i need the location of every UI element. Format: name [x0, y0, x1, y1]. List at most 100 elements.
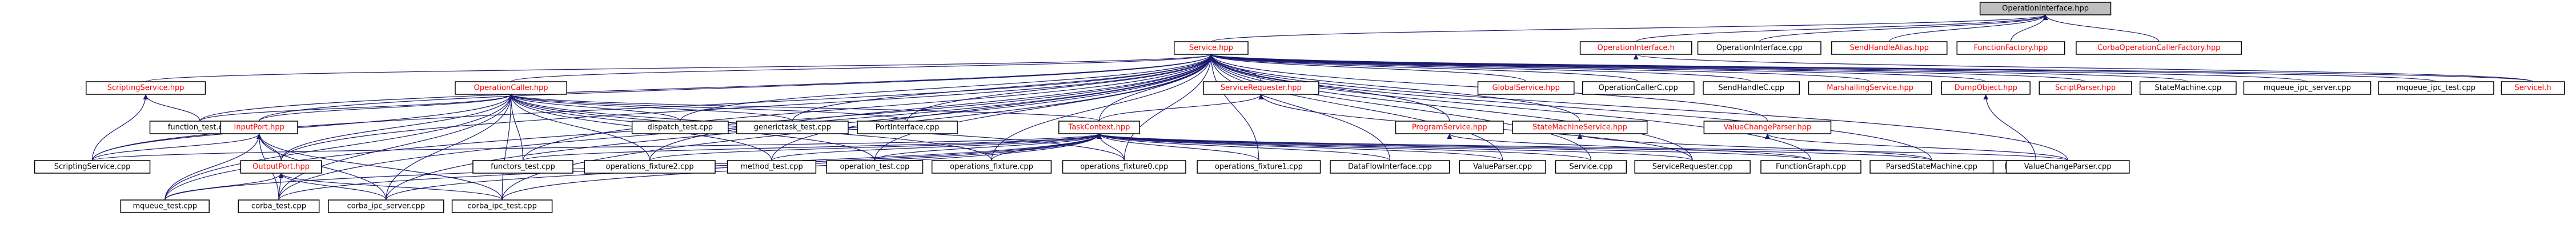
edge-parsedstatemachine-to-taskcontext	[1097, 133, 1932, 161]
node-outputport[interactable]: OutputPort.hpp	[240, 160, 322, 174]
node-operations-fixture1[interactable]: operations_fixture1.cpp	[1197, 160, 1321, 174]
node-label: mqueue_ipc_test.cpp	[2397, 84, 2475, 93]
edge-operation_test-to-taskcontext	[874, 133, 1102, 161]
node-box	[1634, 160, 1751, 174]
node-taskcontext[interactable]: TaskContext.hpp	[1058, 121, 1140, 134]
edge-statemachineservice-to-service_hpp	[1208, 54, 1580, 122]
node-sendhandlealias[interactable]: SendHandleAlias.hpp	[1831, 41, 1948, 55]
node-box	[826, 160, 924, 174]
edge-operations_fixture1-to-taskcontext	[1097, 133, 1259, 161]
node-dispatch-test[interactable]: dispatch_test.cpp	[631, 121, 729, 134]
node-inputport[interactable]: InputPort.hpp	[220, 121, 298, 134]
node-box	[1512, 121, 1648, 134]
node-corba-ipc-test[interactable]: corba_ipc_test.cpp	[451, 199, 553, 213]
node-opinterface-cpp[interactable]: OperationInterface.cpp	[1697, 41, 1821, 55]
node-scriptingservice-hpp[interactable]: ScriptingService.hpp	[86, 81, 206, 95]
node-operation-test[interactable]: operation_test.cpp	[826, 160, 924, 174]
node-functionfactory[interactable]: FunctionFactory.hpp	[1956, 41, 2065, 55]
node-scriptingservice-cpp[interactable]: ScriptingService.cpp	[34, 160, 151, 174]
node-operations-fixture2[interactable]: operations_fixture2.cpp	[584, 160, 716, 174]
edge-corba_test-to-operationcaller_hpp	[278, 94, 514, 201]
node-servicerequester-cpp[interactable]: ServiceRequester.cpp	[1634, 160, 1751, 174]
node-label: ScriptingService.hpp	[107, 84, 184, 93]
node-label: ServiceI.h	[2514, 84, 2551, 93]
node-dumpobject-hpp[interactable]: DumpObject.hpp	[1941, 81, 2031, 95]
node-label: function_test.cpp	[168, 123, 232, 132]
node-corba-test[interactable]: corba_test.cpp	[238, 199, 320, 213]
edge-dispatch_test-to-service_hpp	[680, 54, 1214, 122]
edge-servicei_h-to-opinterface_h	[1634, 54, 2534, 82]
node-label: StateMachineService.hpp	[1532, 123, 1627, 132]
node-marshallingservice[interactable]: MarshallingService.hpp	[1808, 81, 1932, 95]
node-label: InputPort.hpp	[234, 123, 284, 132]
edge-opinterface_cpp-to-root	[1759, 14, 2048, 42]
node-mqueue-ipc-test[interactable]: mqueue_ipc_test.cpp	[2378, 81, 2494, 95]
dependency-edges	[91, 14, 2534, 201]
edge-servicei_h-to-service_hpp	[1209, 54, 2534, 82]
node-corbaopcallerfactory[interactable]: CorbaOperationCallerFactory.hpp	[2076, 41, 2242, 55]
node-label: generictask_test.cpp	[754, 123, 831, 132]
node-label: ValueChangeParser.cpp	[2024, 163, 2112, 171]
node-valueparser[interactable]: ValueParser.cpp	[1459, 160, 1546, 174]
edge-service_cpp-to-taskcontext	[1097, 133, 1592, 161]
node-label: ValueChangeParser.hpp	[1723, 123, 1811, 132]
node-statemachineservice[interactable]: StateMachineService.hpp	[1512, 121, 1648, 134]
node-box	[1459, 160, 1546, 174]
edge-scriptingservice_cpp-to-taskcontext	[91, 133, 1102, 161]
node-label: mqueue_ipc_server.cpp	[2264, 84, 2351, 93]
node-operationcallerc[interactable]: OperationCallerC.cpp	[1582, 81, 1695, 95]
node-globalservice[interactable]: GlobalService.hpp	[1477, 81, 1575, 95]
node-label: operations_fixture0.cpp	[1080, 163, 1168, 171]
node-label: Service.hpp	[1189, 44, 1233, 53]
node-valuechangeparser-cpp[interactable]: ValueChangeParser.cpp	[2005, 160, 2130, 174]
node-operationcaller-hpp[interactable]: OperationCaller.hpp	[455, 81, 567, 95]
edge-scriptingservice_cpp-to-operationcaller_hpp	[91, 94, 513, 161]
edge-parsedstatemachine-to-service_hpp	[1208, 54, 1932, 161]
edge-mqueue_test-to-operationcaller_hpp	[164, 94, 514, 201]
node-box	[631, 121, 729, 134]
edge-portinterface-to-operationcaller_hpp	[508, 94, 908, 122]
node-scriptparser[interactable]: ScriptParser.hpp	[2039, 81, 2132, 95]
node-box	[1555, 160, 1627, 174]
node-parsedstatemachine[interactable]: ParsedStateMachine.cpp	[1869, 160, 1994, 174]
edge-corba_ipc_test-to-outputport	[278, 173, 503, 201]
node-mqueue-test[interactable]: mqueue_test.cpp	[120, 199, 210, 213]
node-functors-test[interactable]: functors_test.cpp	[472, 160, 573, 174]
node-servicei-h[interactable]: ServiceI.h	[2501, 81, 2565, 95]
node-operations-fixture[interactable]: operations_fixture.cpp	[931, 160, 1052, 174]
node-service-hpp[interactable]: Service.hpp	[1174, 41, 1249, 55]
node-box	[1395, 121, 1504, 134]
node-label: mqueue_test.cpp	[133, 202, 197, 211]
edge-taskcontext-to-operationcaller_hpp	[508, 94, 1100, 122]
node-opinterface-h[interactable]: OperationInterface.h	[1579, 41, 1692, 55]
node-box	[1579, 41, 1692, 55]
node-box	[1174, 41, 1249, 55]
node-operations-fixture0[interactable]: operations_fixture0.cpp	[1062, 160, 1186, 174]
node-statemachine-cpp[interactable]: StateMachine.cpp	[2139, 81, 2237, 95]
node-sendhandlec[interactable]: SendHandleC.cpp	[1703, 81, 1800, 95]
node-service-cpp[interactable]: Service.cpp	[1555, 160, 1627, 174]
node-generictask-test[interactable]: generictask_test.cpp	[736, 121, 849, 134]
node-dataflowinterface[interactable]: DataFlowInterface.cpp	[1330, 160, 1450, 174]
node-portinterface[interactable]: PortInterface.cpp	[857, 121, 958, 134]
node-corba-ipc-server[interactable]: corba_ipc_server.cpp	[328, 199, 444, 213]
node-functiongraph[interactable]: FunctionGraph.cpp	[1760, 160, 1861, 174]
node-mqueue-ipc-server[interactable]: mqueue_ipc_server.cpp	[2243, 81, 2372, 95]
node-label: ScriptParser.hpp	[2055, 84, 2116, 93]
node-valuechangeparser-hpp[interactable]: ValueChangeParser.hpp	[1703, 121, 1832, 134]
edge-scriptingservice_cpp-to-scriptingservice_hpp	[91, 94, 149, 161]
node-box	[1058, 121, 1140, 134]
node-box	[1477, 81, 1575, 95]
node-label: FunctionFactory.hpp	[1974, 44, 2048, 53]
node-method-test[interactable]: method_test.cpp	[727, 160, 817, 174]
node-programservice[interactable]: ProgramService.hpp	[1395, 121, 1504, 134]
node-box	[472, 160, 573, 174]
edge-function_test-to-scriptingservice_hpp	[143, 94, 200, 122]
node-box	[1062, 160, 1186, 174]
node-label: corba_test.cpp	[251, 202, 306, 211]
node-servicerequester-hpp[interactable]: ServiceRequester.hpp	[1203, 81, 1319, 95]
node-box	[1808, 81, 1932, 95]
node-box	[2378, 81, 2494, 95]
node-label: ScriptingService.cpp	[54, 163, 131, 171]
